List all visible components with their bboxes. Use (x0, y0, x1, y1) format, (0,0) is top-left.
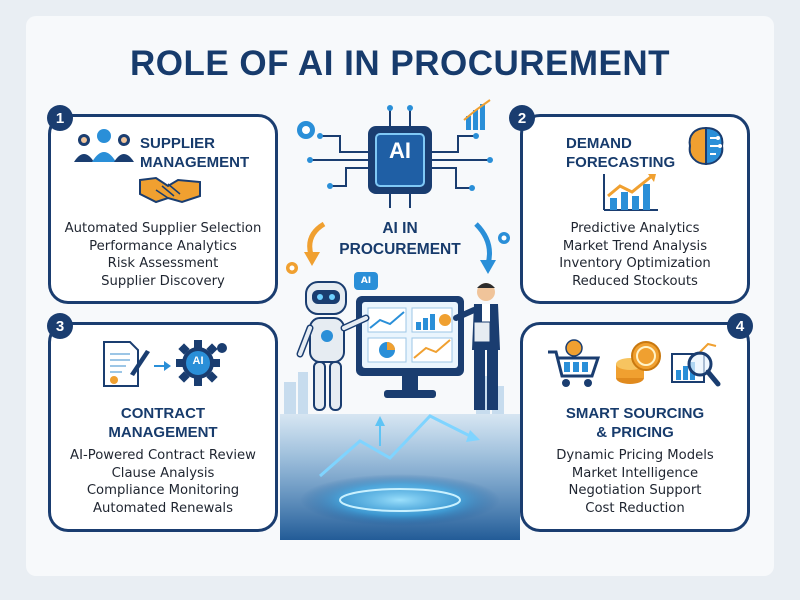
coins-icon (616, 341, 661, 384)
panel-number-badge: 2 (509, 105, 535, 131)
panel-item: Automated Renewals (93, 500, 233, 516)
page-title: ROLE OF AI IN PROCUREMENT (129, 44, 671, 83)
ai-chat-bubble-label: AI (360, 276, 372, 286)
supplier-people-icon (74, 129, 134, 162)
panel-item: Predictive Analytics (570, 221, 700, 236)
panel-item: Dynamic Pricing Models (556, 448, 714, 463)
panel-heading-line1: DEMAND (566, 135, 632, 152)
panel-item: AI-Powered Contract Review (70, 448, 256, 463)
ai-gear-icon (176, 340, 227, 386)
center-illustration (280, 99, 520, 540)
center-label: AI IN PROCUREMENT (320, 218, 480, 260)
panel-supplier-management (48, 114, 278, 304)
panel-item: Negotiation Support (568, 483, 702, 498)
ai-gear-label: AI (192, 355, 204, 367)
panel-item: Compliance Monitoring (86, 483, 240, 498)
handshake-icon (139, 176, 201, 204)
panel-items: Predictive Analytics Market Trend Analys… (522, 220, 748, 290)
panel-item: Market Intelligence (571, 465, 699, 481)
panel-number-badge: 3 (47, 313, 73, 339)
panel-heading-line2: MANAGEMENT (108, 424, 218, 441)
panel-contract-management (48, 322, 278, 532)
panel-number-badge: 4 (727, 313, 753, 339)
arrow-right-icon (154, 361, 171, 371)
panel-item: Performance Analytics (89, 238, 237, 254)
center-label-line2: PROCUREMENT (339, 241, 461, 258)
panel-items: Automated Supplier Selection Performance… (50, 220, 276, 290)
panel-item: Clause Analysis (111, 465, 215, 481)
shopping-cart-icon (548, 339, 600, 387)
ai-chip-label: AI (389, 138, 411, 163)
panel-heading: SUPPLIER MANAGEMENT (140, 134, 249, 172)
panel-number-badge: 1 (47, 105, 73, 131)
panel-items: AI-Powered Contract Review Clause Analys… (50, 447, 276, 517)
panel-heading: CONTRACT MANAGEMENT (50, 404, 276, 442)
panel-item: Supplier Discovery (101, 273, 225, 289)
panel-item: Reduced Stockouts (572, 273, 698, 289)
panel-heading-line2: & PRICING (596, 424, 674, 441)
panel-heading-line2: FORECASTING (566, 154, 676, 171)
panel-item: Cost Reduction (585, 500, 685, 516)
center-label-line1: AI IN (382, 220, 418, 237)
panel-heading-line1: CONTRACT (120, 405, 206, 422)
panel-item: Market Trend Analysis (562, 238, 708, 254)
panel-heading: SMART SOURCING & PRICING (522, 404, 748, 442)
ai-brain-icon (688, 126, 724, 166)
panel-heading-line1: SUPPLIER (140, 135, 216, 152)
ai-chat-bubble-icon: AI (354, 272, 378, 290)
trend-chart-icon (603, 174, 658, 211)
panel-heading-line1: SMART SOURCING (565, 405, 705, 422)
analytics-magnifier-icon (671, 342, 721, 387)
panel-heading-line2: MANAGEMENT (140, 154, 250, 171)
panel-item: Risk Assessment (107, 256, 219, 271)
panel-heading: DEMAND FORECASTING (566, 134, 675, 172)
panel-items: Dynamic Pricing Models Market Intelligen… (522, 447, 748, 517)
contract-document-icon (103, 341, 150, 387)
panel-item: Inventory Optimization (559, 256, 711, 271)
panel-item: Automated Supplier Selection (64, 221, 262, 236)
